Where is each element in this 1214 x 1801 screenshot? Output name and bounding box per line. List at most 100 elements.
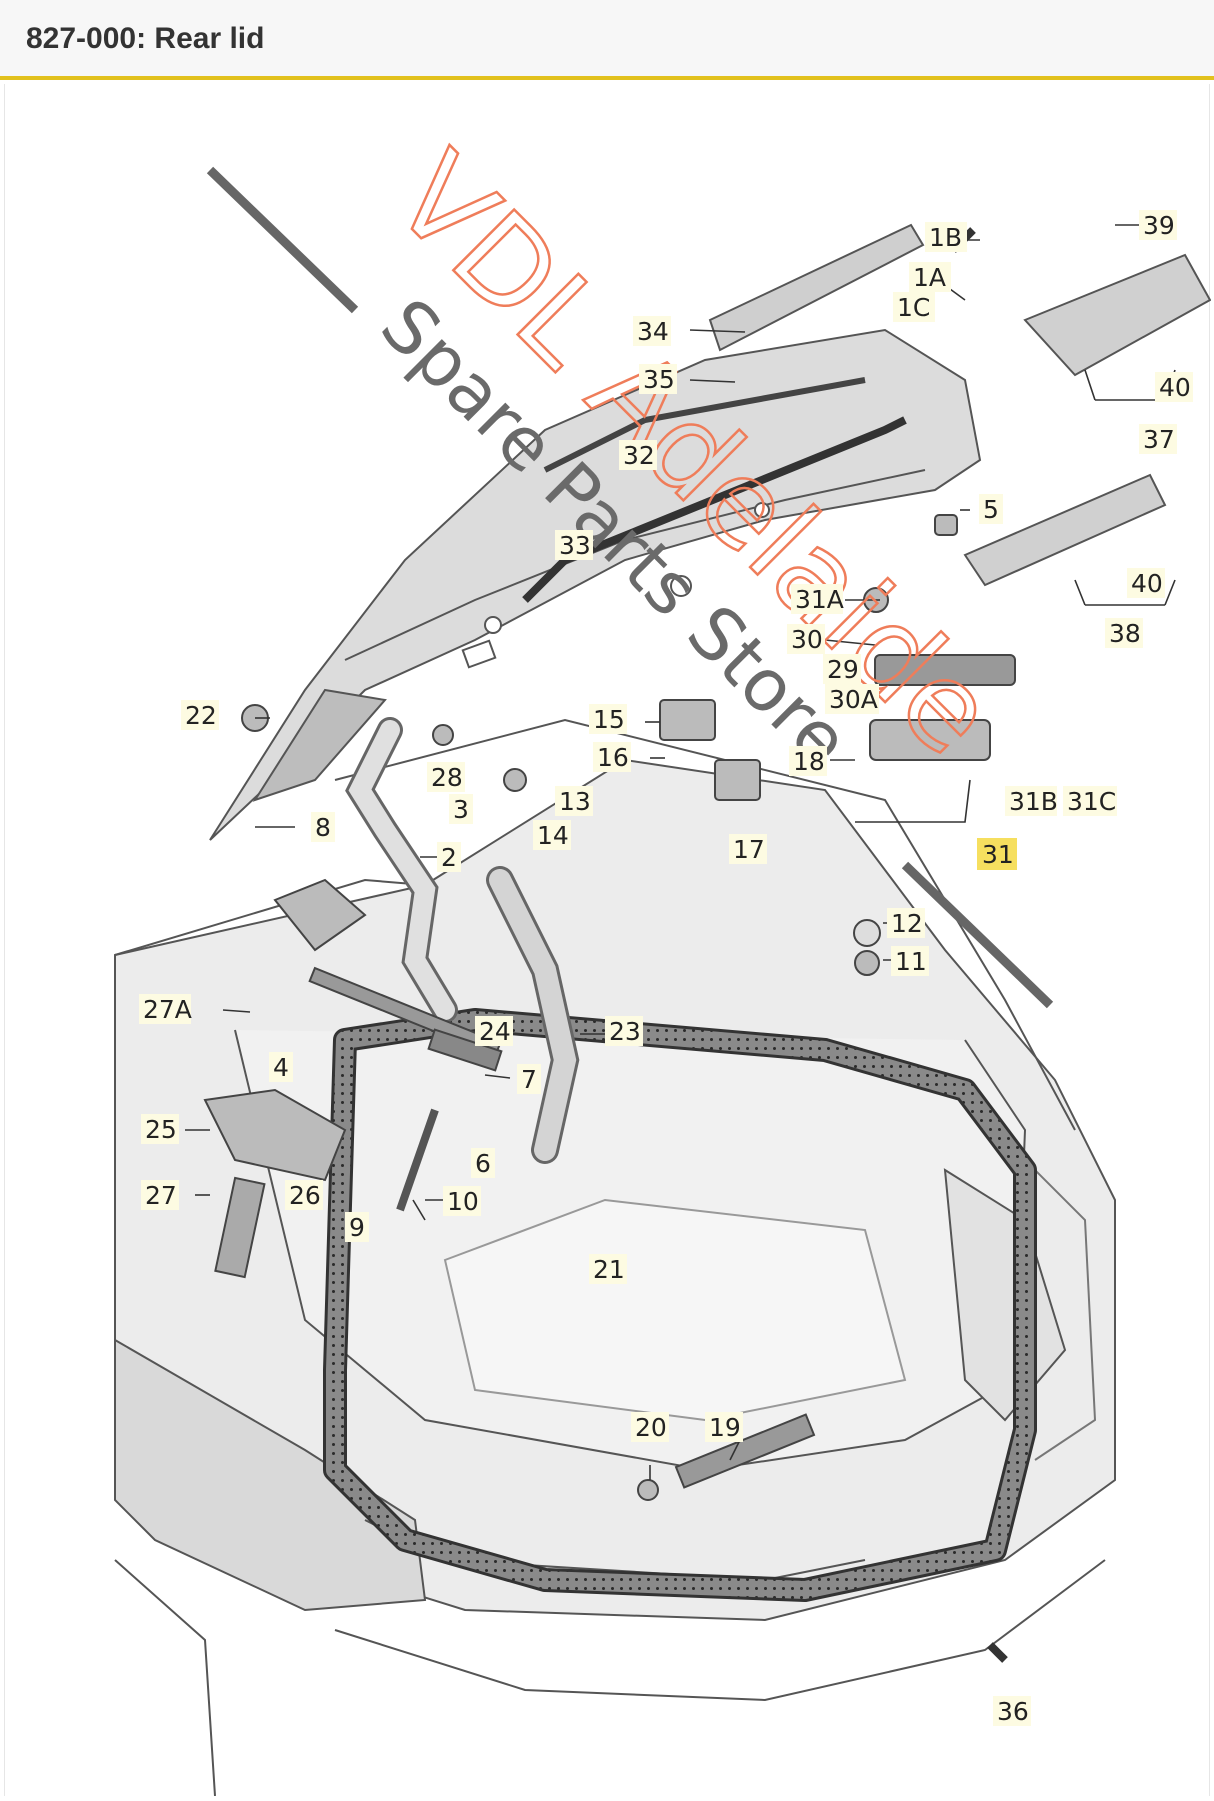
part-label-38[interactable]: 38	[1105, 618, 1143, 648]
watermark-slash-right	[901, 861, 1054, 1009]
svg-text:9: 9	[349, 1213, 365, 1242]
part-label-33[interactable]: 33	[555, 530, 593, 560]
hinge-parts	[203, 717, 580, 1279]
svg-text:33: 33	[559, 531, 591, 560]
svg-text:19: 19	[709, 1413, 741, 1442]
part-label-10[interactable]: 10	[443, 1186, 481, 1216]
svg-text:1C: 1C	[897, 293, 930, 322]
small-components	[241, 227, 1016, 1663]
part-label-31C[interactable]: 31C	[1063, 786, 1117, 816]
part-label-18[interactable]: 18	[789, 746, 827, 776]
svg-text:27A: 27A	[143, 995, 192, 1024]
part-label-20[interactable]: 20	[631, 1412, 669, 1442]
svg-text:39: 39	[1143, 211, 1175, 240]
page-title: 827-000: Rear lid	[26, 22, 265, 55]
part-label-30A[interactable]: 30A	[825, 684, 879, 714]
part-label-17[interactable]: 17	[729, 834, 767, 864]
part-label-19[interactable]: 19	[705, 1412, 743, 1442]
part-label-1B[interactable]: 1B	[925, 222, 967, 252]
svg-text:38: 38	[1109, 619, 1141, 648]
part-34-trim-strip	[708, 223, 925, 352]
part-label-9[interactable]: 9	[345, 1212, 369, 1242]
part-label-11[interactable]: 11	[891, 946, 929, 976]
svg-text:37: 37	[1143, 425, 1175, 454]
part-label-21[interactable]: 21	[589, 1254, 627, 1284]
part-label-29[interactable]: 29	[823, 654, 861, 684]
part-label-1C[interactable]: 1C	[893, 292, 935, 322]
part-label-22[interactable]: 22	[181, 700, 219, 730]
part-label-13[interactable]: 13	[555, 786, 593, 816]
part-label-31A[interactable]: 31A	[791, 584, 844, 614]
svg-text:20: 20	[635, 1413, 667, 1442]
part-label-1A[interactable]: 1A	[909, 262, 951, 292]
svg-text:14: 14	[537, 821, 569, 850]
part-label-31B[interactable]: 31B	[1005, 786, 1058, 816]
part-label-36[interactable]: 36	[993, 1696, 1031, 1726]
svg-text:30A: 30A	[829, 685, 878, 714]
svg-text:10: 10	[447, 1187, 479, 1216]
part-38-cover	[963, 473, 1167, 587]
part-label-30[interactable]: 30	[787, 624, 825, 654]
diagram-canvas: VDL Adelaide Spare Parts Store 1B 1A 1C …	[4, 84, 1212, 1797]
part-label-23[interactable]: 23	[605, 1016, 643, 1046]
svg-text:28: 28	[431, 763, 463, 792]
part-label-34[interactable]: 34	[633, 316, 671, 346]
svg-text:31A: 31A	[795, 585, 844, 614]
part-label-12[interactable]: 12	[887, 908, 925, 938]
watermark-slash-left	[206, 166, 359, 314]
svg-text:40: 40	[1131, 569, 1163, 598]
svg-text:2: 2	[441, 843, 457, 872]
svg-text:24: 24	[479, 1017, 511, 1046]
svg-text:27: 27	[145, 1181, 177, 1210]
part-label-16[interactable]: 16	[593, 742, 631, 772]
part-label-37[interactable]: 37	[1139, 424, 1177, 454]
part-label-4[interactable]: 4	[269, 1052, 293, 1082]
part-label-25[interactable]: 25	[141, 1114, 179, 1144]
svg-text:26: 26	[289, 1181, 321, 1210]
svg-text:32: 32	[623, 441, 655, 470]
parts-diagram: VDL Adelaide Spare Parts Store 1B 1A 1C …	[114, 126, 1212, 1797]
part-label-40-top[interactable]: 40	[1155, 372, 1193, 402]
svg-text:1A: 1A	[913, 263, 946, 292]
svg-text:23: 23	[609, 1017, 641, 1046]
part-label-2[interactable]: 2	[437, 842, 461, 872]
svg-text:31: 31	[982, 840, 1014, 869]
svg-text:6: 6	[475, 1149, 491, 1178]
svg-text:8: 8	[315, 813, 331, 842]
part-label-14[interactable]: 14	[533, 820, 571, 850]
svg-text:25: 25	[145, 1115, 177, 1144]
part-label-27A[interactable]: 27A	[139, 994, 192, 1024]
svg-text:31C: 31C	[1067, 787, 1116, 816]
svg-text:13: 13	[559, 787, 591, 816]
svg-text:29: 29	[827, 655, 859, 684]
part-label-8[interactable]: 8	[311, 812, 335, 842]
part-label-6[interactable]: 6	[471, 1148, 495, 1178]
part-label-35[interactable]: 35	[639, 364, 677, 394]
part-label-28[interactable]: 28	[427, 762, 465, 792]
part-label-27[interactable]: 27	[141, 1180, 179, 1210]
part-label-7[interactable]: 7	[517, 1064, 541, 1094]
part-label-39[interactable]: 39	[1139, 210, 1177, 240]
part-label-32[interactable]: 32	[619, 440, 657, 470]
svg-text:34: 34	[637, 317, 669, 346]
svg-text:11: 11	[895, 947, 927, 976]
part-37-cover	[1023, 253, 1212, 377]
part-label-24[interactable]: 24	[475, 1016, 513, 1046]
svg-text:35: 35	[643, 365, 675, 394]
page-header: 827-000: Rear lid	[0, 0, 1214, 80]
svg-text:30: 30	[791, 625, 823, 654]
part-label-5[interactable]: 5	[979, 494, 1003, 524]
svg-text:21: 21	[593, 1255, 625, 1284]
svg-text:7: 7	[521, 1065, 537, 1094]
svg-text:4: 4	[273, 1053, 289, 1082]
part-label-40-bottom[interactable]: 40	[1127, 568, 1165, 598]
part-label-26[interactable]: 26	[285, 1180, 323, 1210]
svg-text:1B: 1B	[929, 223, 962, 252]
svg-text:15: 15	[593, 705, 625, 734]
part-label-3[interactable]: 3	[449, 794, 473, 824]
part-label-15[interactable]: 15	[589, 704, 627, 734]
svg-text:18: 18	[793, 747, 825, 776]
part-label-31[interactable]: 31	[977, 838, 1017, 870]
svg-text:12: 12	[891, 909, 923, 938]
svg-text:17: 17	[733, 835, 765, 864]
